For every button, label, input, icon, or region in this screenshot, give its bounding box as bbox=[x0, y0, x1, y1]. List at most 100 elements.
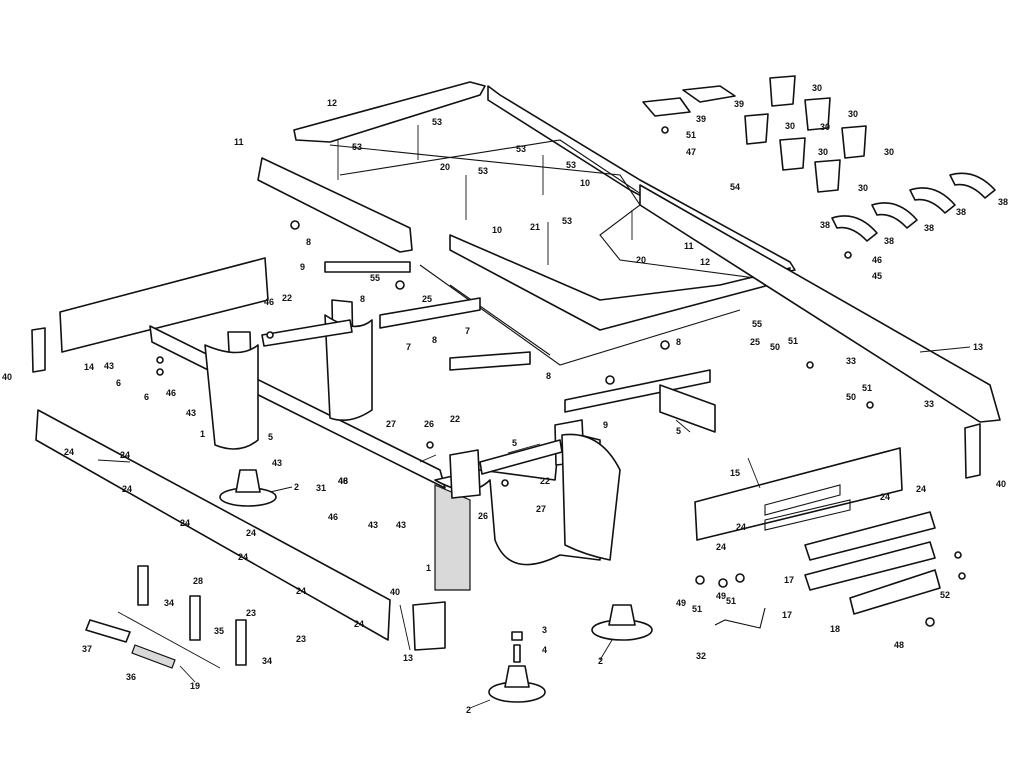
label-1-rear: 1 bbox=[200, 429, 205, 439]
bracket-34-a bbox=[137, 565, 149, 606]
hardware bbox=[156, 126, 966, 627]
rail-12 bbox=[293, 81, 486, 143]
board-7-front bbox=[449, 351, 531, 371]
label-53-6: 53 bbox=[562, 216, 572, 226]
label-7-b: 7 bbox=[465, 326, 470, 336]
label-2-a: 2 bbox=[294, 482, 299, 492]
slate-edge bbox=[339, 139, 651, 201]
label-22-a: 22 bbox=[282, 293, 292, 303]
leg-1-rear bbox=[204, 344, 259, 450]
label-55-b: 55 bbox=[752, 319, 762, 329]
label-25-a: 25 bbox=[422, 294, 432, 304]
label-30-7: 30 bbox=[858, 183, 868, 193]
leg-1-right bbox=[561, 433, 621, 561]
label-26-a: 26 bbox=[424, 419, 434, 429]
label-8-d: 8 bbox=[546, 371, 551, 381]
label-46-b: 46 bbox=[166, 388, 176, 398]
label-15: 15 bbox=[730, 468, 740, 478]
brace-5-front bbox=[479, 439, 563, 475]
label-50-a: 50 bbox=[770, 342, 780, 352]
label-46-c: 46 bbox=[338, 476, 348, 486]
label-8-c: 8 bbox=[432, 335, 437, 345]
label-5-b: 5 bbox=[512, 438, 517, 448]
label-12-b: 12 bbox=[700, 257, 710, 267]
rod-19 bbox=[117, 611, 221, 669]
tray-17-b bbox=[804, 541, 936, 591]
pad-2-c-stem bbox=[504, 665, 530, 688]
label-51-c: 51 bbox=[862, 383, 872, 393]
label-13-front: 13 bbox=[403, 653, 413, 663]
label-51-b: 51 bbox=[788, 336, 798, 346]
slate-outline bbox=[329, 144, 771, 281]
label-6-a: 6 bbox=[116, 378, 121, 388]
label-12-a: 12 bbox=[327, 98, 337, 108]
label-1-front: 1 bbox=[426, 563, 431, 573]
label-24-6: 24 bbox=[354, 619, 364, 629]
label-22-c: 22 bbox=[540, 476, 550, 486]
corner-40-left bbox=[31, 327, 46, 373]
label-43-a: 43 bbox=[104, 361, 114, 371]
label-38-5: 38 bbox=[820, 220, 830, 230]
label-34-b: 34 bbox=[262, 656, 272, 666]
top-frame bbox=[257, 81, 796, 366]
nut-3 bbox=[511, 631, 523, 641]
label-10-b: 10 bbox=[492, 225, 502, 235]
label-30-1: 30 bbox=[812, 83, 822, 93]
label-8-e: 8 bbox=[676, 337, 681, 347]
label-51-d: 51 bbox=[692, 604, 702, 614]
label-5-a: 5 bbox=[268, 432, 273, 442]
label-49-a: 49 bbox=[676, 598, 686, 608]
rail-13-top bbox=[487, 85, 796, 273]
label-2-c: 2 bbox=[466, 705, 471, 715]
label-10-a: 10 bbox=[580, 178, 590, 188]
label-38-4: 38 bbox=[884, 236, 894, 246]
pocket-irons bbox=[831, 172, 996, 242]
label-24-3: 24 bbox=[180, 518, 190, 528]
label-23-a: 23 bbox=[246, 608, 256, 618]
label-24-7: 24 bbox=[716, 542, 726, 552]
tray-18 bbox=[849, 569, 941, 615]
label-52: 52 bbox=[940, 590, 950, 600]
bolts-53 bbox=[337, 125, 633, 265]
label-51-e: 51 bbox=[726, 596, 736, 606]
label-21: 21 bbox=[530, 222, 540, 232]
cup-30-6 bbox=[814, 159, 841, 193]
label-24-5: 24 bbox=[296, 586, 306, 596]
cup-30-3 bbox=[744, 113, 769, 145]
label-11-a: 11 bbox=[234, 137, 244, 147]
label-19: 19 bbox=[190, 681, 200, 691]
label-30-6: 30 bbox=[818, 147, 828, 157]
leg-block-front bbox=[449, 449, 481, 499]
bracket-39-b bbox=[642, 97, 691, 117]
label-51-a: 51 bbox=[686, 130, 696, 140]
leg-1-front-side bbox=[434, 484, 471, 591]
spring-37 bbox=[85, 619, 131, 643]
label-24-12: 24 bbox=[246, 528, 256, 538]
pad-2-b-stem bbox=[608, 604, 636, 626]
label-39-a: 39 bbox=[734, 99, 744, 109]
label-32: 32 bbox=[696, 651, 706, 661]
label-23-b: 23 bbox=[296, 634, 306, 644]
label-43-b: 43 bbox=[186, 408, 196, 418]
label-53-1: 53 bbox=[432, 117, 442, 127]
label-6-b: 6 bbox=[144, 392, 149, 402]
label-17-b: 17 bbox=[782, 610, 792, 620]
label-28: 28 bbox=[193, 576, 203, 586]
panel-15-slot-b bbox=[764, 499, 851, 531]
label-53-2: 53 bbox=[352, 142, 362, 152]
clip-32 bbox=[714, 607, 766, 629]
label-34-a: 34 bbox=[164, 598, 174, 608]
label-36: 36 bbox=[126, 672, 136, 682]
pocket-cups bbox=[744, 75, 867, 193]
corner-40-front bbox=[412, 601, 446, 651]
front-panel-13 bbox=[35, 409, 391, 641]
label-17-a: 17 bbox=[784, 575, 794, 585]
label-35: 35 bbox=[214, 626, 224, 636]
label-27-a: 27 bbox=[386, 419, 396, 429]
label-39-b: 39 bbox=[696, 114, 706, 124]
tray-17-a bbox=[804, 511, 936, 561]
label-31: 31 bbox=[316, 483, 326, 493]
end-panel-14 bbox=[59, 257, 269, 353]
pad-2-a-stem bbox=[235, 469, 261, 493]
